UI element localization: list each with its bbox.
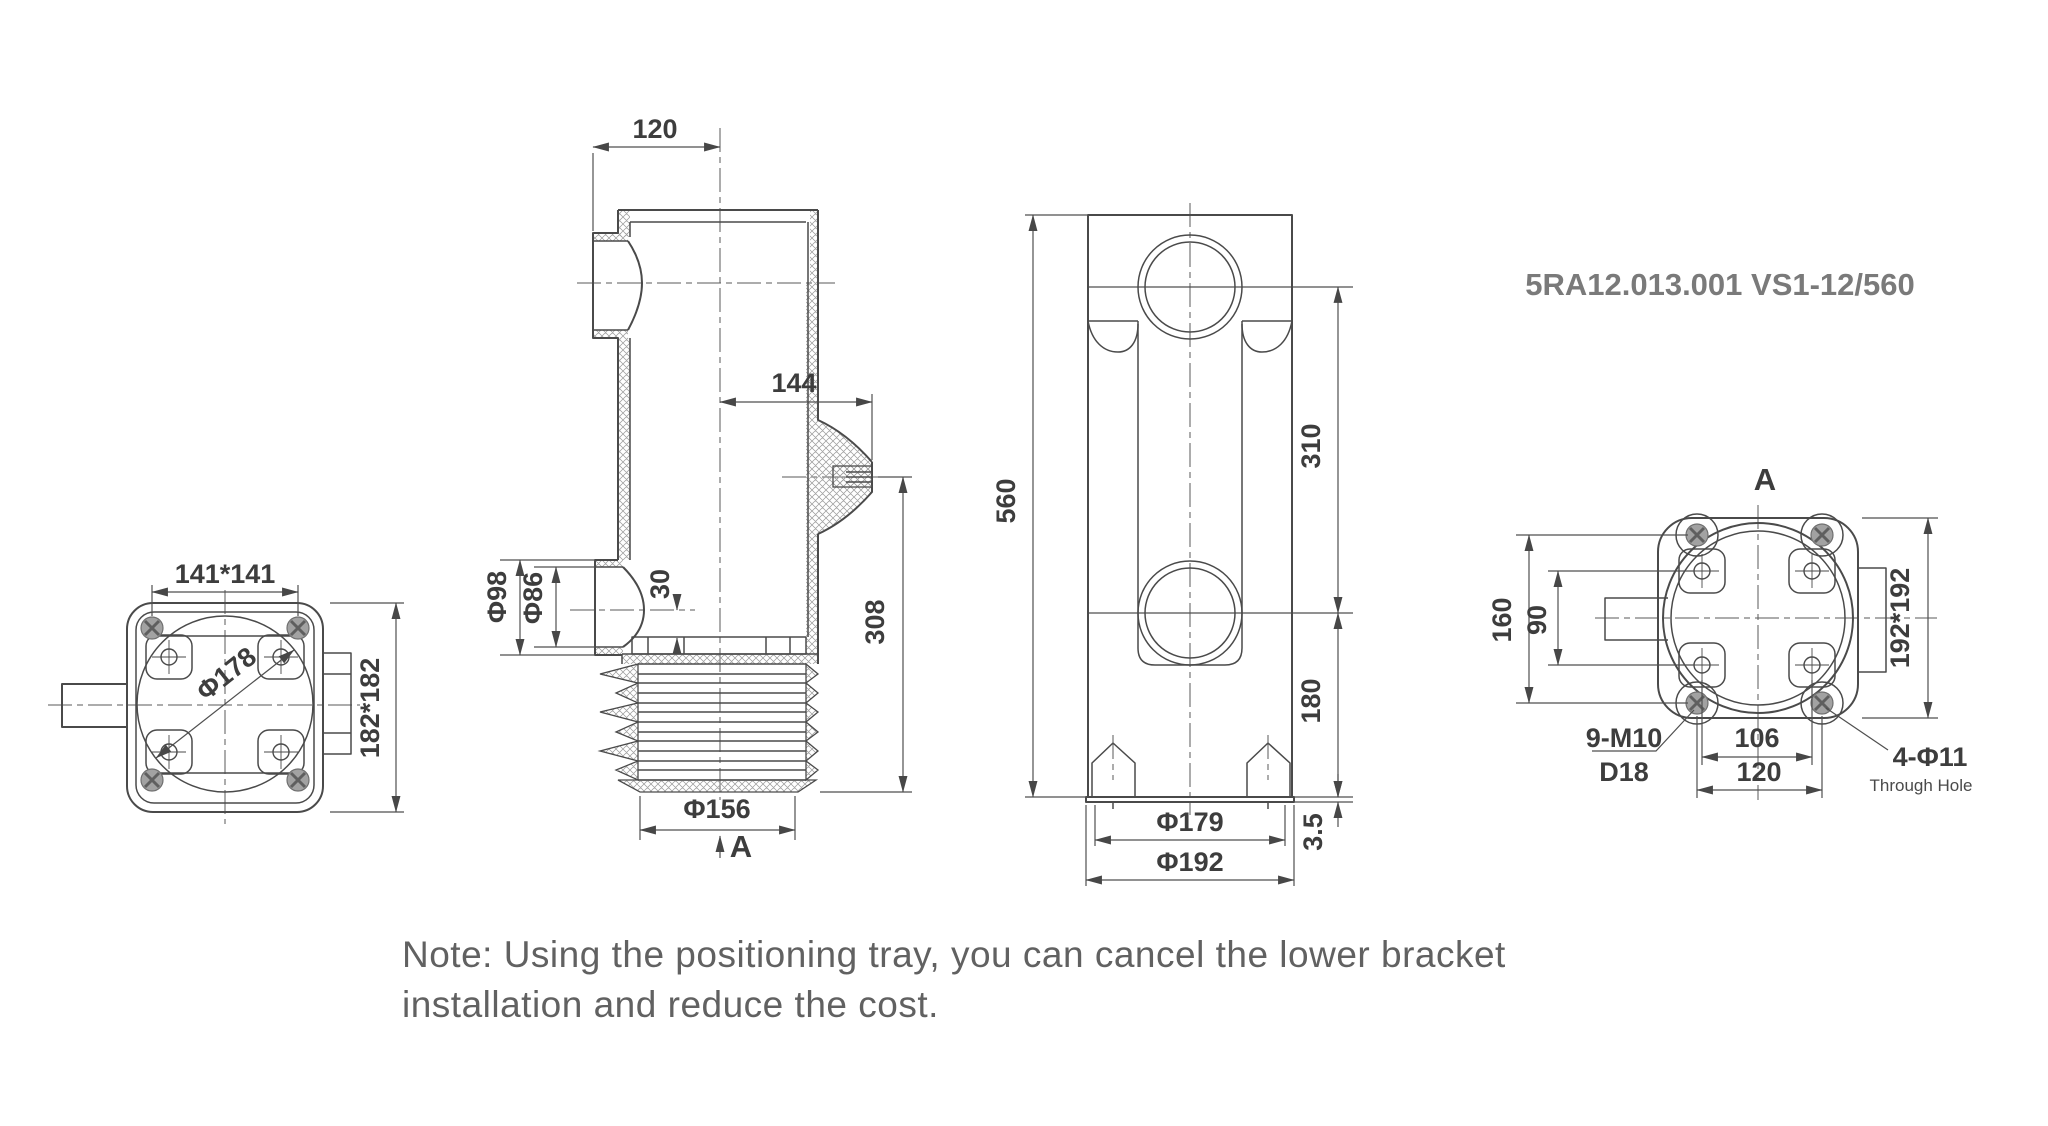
dim-bolt-square: 141*141 <box>175 559 276 589</box>
dim-base-dia: Φ156 <box>683 794 750 824</box>
dim-plate-thickness: 3.5 <box>1298 813 1328 851</box>
dim-step: 30 <box>645 569 675 599</box>
callout-tapped-holes: 9-M10 <box>1586 723 1663 753</box>
hole-crosshair-icon <box>151 734 187 770</box>
bolt-icon <box>1684 522 1710 548</box>
flange-outline <box>1604 513 1887 725</box>
dim-total-height: 560 <box>991 478 1021 523</box>
center-lines <box>1088 203 1353 815</box>
bolt-icon <box>139 615 165 641</box>
dimensions: 160 90 192*192 106 120 <box>1487 517 1938 798</box>
note-line-2: installation and reduce the cost. <box>402 984 939 1025</box>
dim-hole-width: 106 <box>1734 723 1779 753</box>
dim-dia-outer: Φ192 <box>1156 847 1223 877</box>
dim-hole-height: 90 <box>1522 605 1552 635</box>
contact-plate <box>621 636 818 664</box>
part-number: 5RA12.013.001 VS1-12/560 <box>1525 267 1915 302</box>
dim-boss-height: 308 <box>860 599 890 644</box>
flange-outline <box>126 602 324 813</box>
body-outline <box>592 209 873 664</box>
shaft <box>61 683 127 728</box>
note-block: Note: Using the positioning tray, you ca… <box>402 934 1506 1025</box>
bolt-icon <box>1684 690 1710 716</box>
bolt-icon <box>285 767 311 793</box>
callout-tapped-depth: D18 <box>1599 757 1649 787</box>
dim-dia-inner: Φ179 <box>1156 807 1223 837</box>
callouts: 9-M10 D18 4-Φ11 Through Hole <box>1586 707 1973 795</box>
dim-bolt-width: 120 <box>1736 757 1781 787</box>
center-lines <box>1595 505 1937 800</box>
dim-lower-span: 180 <box>1296 678 1326 723</box>
view-a-title: A <box>1754 462 1776 497</box>
pole-section-view: 120 144 30 Φ98 Φ86 308 Φ156 A <box>482 114 912 864</box>
pole-front-view: 560 310 180 3.5 Φ179 Φ192 <box>991 203 1353 886</box>
bolt-icon <box>285 615 311 641</box>
note-line-1: Note: Using the positioning tray, you ca… <box>402 934 1506 975</box>
dim-square: 192*192 <box>1885 568 1915 669</box>
dim-circle-dia: Φ178 <box>191 641 262 706</box>
center-lines <box>570 128 910 800</box>
dimensions: 120 144 30 Φ98 Φ86 308 Φ156 A <box>482 114 912 864</box>
center-lines <box>48 590 360 824</box>
dim-flange-square: 182*182 <box>355 658 385 759</box>
bolt-icon <box>139 767 165 793</box>
dimensions: 560 310 180 3.5 Φ179 Φ192 <box>991 214 1353 886</box>
bellows-sheds <box>597 662 820 793</box>
flange-side-view: 141*141 182*182 Φ178 <box>48 559 404 824</box>
side-tab <box>323 652 352 755</box>
callout-through-note: Through Hole <box>1869 776 1972 795</box>
hole-crosshair-icon <box>263 734 299 770</box>
threaded-insert <box>832 465 873 488</box>
dim-port-outer: Φ98 <box>482 571 512 623</box>
section-hatch <box>593 210 872 664</box>
foot-tabs <box>1085 735 1295 809</box>
callout-through-holes: 4-Φ11 <box>1893 742 1968 772</box>
hole-crosshair-icon <box>151 639 187 675</box>
dim-bolt-height: 160 <box>1487 597 1517 642</box>
hole-crosshair-icon <box>1794 553 1830 589</box>
dim-top-offset: 120 <box>632 114 677 144</box>
dim-boss-offset: 144 <box>771 368 816 398</box>
dim-port-inner: Φ86 <box>518 572 548 624</box>
bottom-flange-view-a: A <box>1487 462 1973 800</box>
view-marker-label: A <box>730 829 752 864</box>
dim-upper-span: 310 <box>1296 423 1326 468</box>
bolt-icon <box>1809 522 1835 548</box>
hole-crosshair-icon <box>1794 647 1830 683</box>
